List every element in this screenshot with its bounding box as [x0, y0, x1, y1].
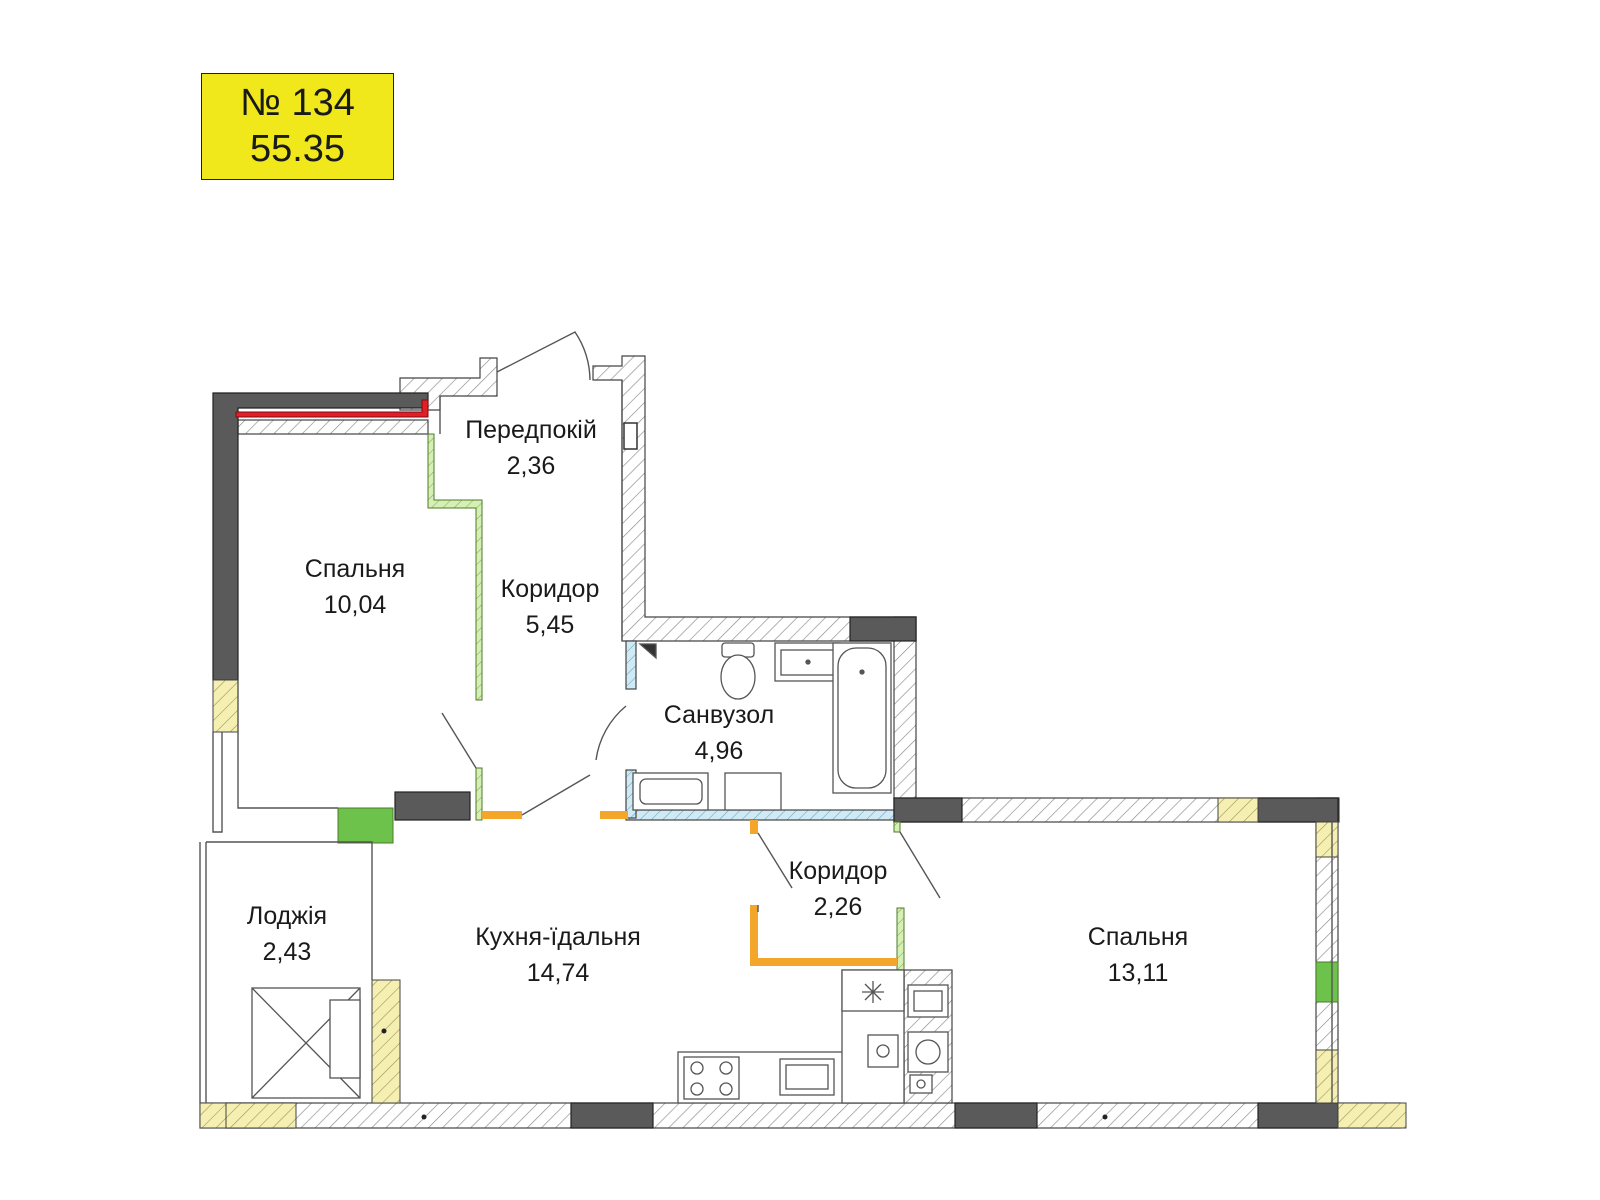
orange-stub-bath — [750, 820, 758, 834]
room-area: 10,04 — [324, 591, 387, 619]
shaft-icon — [638, 643, 657, 660]
room-area: 13,11 — [1108, 959, 1169, 987]
room-name: Передпокій — [465, 416, 597, 444]
room-name: Спальня — [1088, 923, 1188, 951]
orange-corridor2-wall — [750, 905, 897, 966]
corridor2-door — [757, 832, 793, 889]
bathroom-bottom-wall — [625, 809, 895, 821]
bathroom-jamb — [893, 821, 901, 833]
bedroom1-door — [441, 712, 477, 769]
stove-icon — [683, 1056, 740, 1100]
orange-door-stub-right — [600, 811, 628, 819]
room-name: Спальня — [305, 555, 405, 583]
thin-lines — [199, 331, 1333, 1103]
insulation-bedroom1-left — [212, 679, 239, 733]
bathtub-icon — [832, 642, 892, 794]
insulation-right-bottom — [1315, 1049, 1339, 1104]
room-name: Кухня-їдальня — [475, 923, 641, 951]
insulation-bottom-left — [199, 1102, 227, 1129]
insulation-right-top — [1315, 821, 1339, 858]
toilet-icon — [720, 642, 756, 700]
green-partitions — [337, 433, 1339, 1003]
room-area: 4,96 — [695, 737, 744, 765]
bathroom-door — [595, 705, 627, 761]
room-name: Санвузол — [664, 701, 774, 729]
bathroom-left-wall — [625, 640, 637, 690]
room-area: 2,43 — [263, 938, 312, 966]
bedroom2-door — [899, 831, 941, 899]
apartment-total-area: 55.35 — [249, 128, 346, 170]
sink-icon — [774, 642, 841, 682]
room-name: Лоджія — [247, 902, 327, 930]
entry-panel-icon — [623, 422, 638, 450]
bedroom1-top-wall — [237, 419, 429, 435]
bedroom2-column-left — [893, 797, 963, 823]
room-name: Коридор — [789, 857, 888, 885]
orange-door-stub-left — [482, 811, 522, 819]
bottom-column-3 — [954, 1102, 1038, 1129]
bathroom-corner-column — [849, 616, 917, 642]
insulation-top-right — [1217, 797, 1259, 823]
boiler-icon — [907, 984, 949, 1094]
room-area: 2,26 — [814, 893, 863, 921]
corridor-left-partition — [427, 433, 483, 701]
vent-green-1 — [337, 807, 394, 844]
room-area: 5,45 — [526, 611, 575, 639]
bottom-wall — [199, 1102, 1401, 1129]
bedroom1-window — [212, 732, 223, 833]
corridor-column — [394, 791, 471, 821]
apartment-number: № 134 — [240, 82, 355, 124]
bathroom-cabinet-icon — [632, 772, 782, 811]
room-name: Коридор — [501, 575, 600, 603]
bathroom-right-wall — [893, 616, 917, 800]
kitchen-fixtures — [677, 969, 949, 1104]
entry-right-wall — [592, 355, 917, 642]
room-labels: Передпокій 2,36 Спальня 10,04 Коридор 5,… — [247, 416, 1188, 987]
dishwasher-icon — [867, 1034, 899, 1068]
loggia-fixtures — [251, 987, 387, 1099]
loggia-inner — [206, 841, 373, 980]
kitchen-sink-icon — [779, 1058, 835, 1096]
insulation-bottom-right — [1337, 1102, 1407, 1129]
corridor2-partition — [896, 907, 905, 971]
insulation — [199, 679, 1407, 1129]
apartment-badge: № 134 55.35 — [201, 73, 394, 180]
room-area: 14,74 — [527, 959, 590, 987]
vent-green-2 — [1315, 961, 1339, 1003]
orange-partitions — [482, 811, 897, 966]
fridge-icon — [841, 969, 905, 1012]
bedroom1-outline — [237, 680, 338, 809]
bottom-column-2 — [570, 1102, 654, 1129]
kitchen-door — [521, 774, 591, 816]
markers — [421, 1114, 1108, 1120]
bottom-column-4 — [1257, 1102, 1339, 1129]
door-jamb-left — [475, 767, 483, 821]
bedroom1-left-column — [212, 392, 429, 681]
red-wall — [235, 399, 429, 418]
entrance-door — [496, 331, 591, 381]
loggia-dryer-icon — [329, 999, 361, 1079]
bedroom2-column-right — [1257, 797, 1339, 823]
room-area: 2,36 — [507, 452, 556, 480]
bathroom-fixtures — [632, 642, 892, 811]
